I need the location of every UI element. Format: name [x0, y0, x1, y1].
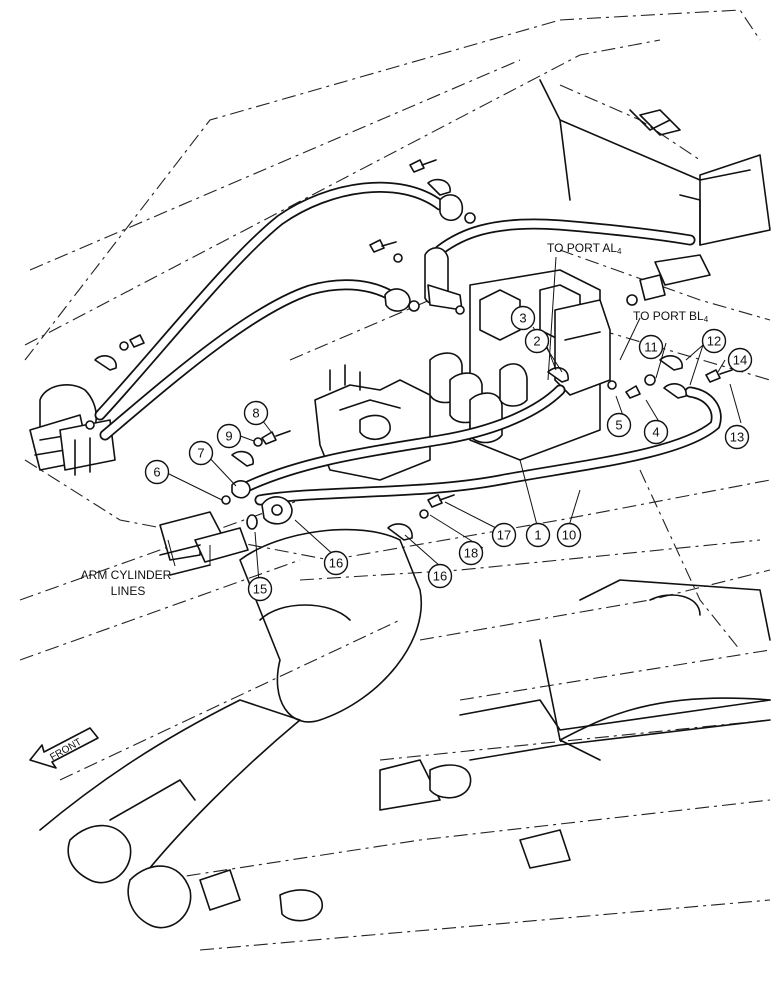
callout-6: 6: [144, 459, 170, 485]
callout-15: 15: [247, 576, 273, 602]
svg-text:5: 5: [615, 418, 622, 433]
callout-4: 4: [643, 419, 669, 445]
callout-5: 5: [606, 412, 632, 438]
boom-frame-outline: [19, 9, 771, 951]
svg-text:16: 16: [329, 556, 343, 571]
label-to-port-al4: TO PORT AL4: [547, 241, 622, 256]
label-arm-cylinder: ARM CYLINDER: [81, 568, 172, 582]
label-arm-cylinder-lines: LINES: [111, 584, 146, 598]
svg-text:10: 10: [562, 528, 576, 543]
callout-18: 18: [458, 540, 484, 566]
boom-cylinder-fittings: [29, 384, 116, 476]
svg-text:15: 15: [253, 582, 267, 597]
hydraulic-hoses: [94, 181, 722, 506]
lower-frame-structure: [39, 528, 771, 929]
upper-frame-structure: [539, 79, 771, 246]
svg-text:16: 16: [433, 569, 447, 584]
svg-text:8: 8: [252, 406, 259, 421]
svg-text:2: 2: [533, 334, 540, 349]
callout-8: 8: [243, 400, 269, 426]
svg-text:18: 18: [464, 546, 478, 561]
svg-text:3: 3: [519, 311, 526, 326]
svg-text:11: 11: [644, 340, 658, 355]
svg-text:1: 1: [534, 528, 541, 543]
callout-13: 13: [724, 424, 750, 450]
label-to-port-bl4: TO PORT BL4: [633, 309, 709, 324]
svg-text:13: 13: [730, 430, 744, 445]
svg-text:7: 7: [197, 446, 204, 461]
callout-12: 12: [701, 328, 727, 354]
callout-9: 9: [216, 423, 242, 449]
callout-16-right: 16: [427, 563, 453, 589]
svg-text:6: 6: [153, 465, 160, 480]
svg-text:9: 9: [225, 429, 232, 444]
callout-7: 7: [188, 440, 214, 466]
fittings-and-bolts: [85, 159, 733, 576]
callout-3: 3: [510, 305, 536, 331]
callout-2: 2: [524, 328, 550, 354]
callout-1: 1: [525, 522, 551, 548]
svg-text:4: 4: [652, 425, 659, 440]
callout-16-left: 16: [323, 550, 349, 576]
front-arrow: FRONT: [29, 727, 99, 769]
callout-17: 17: [491, 522, 517, 548]
svg-text:17: 17: [497, 528, 511, 543]
svg-text:14: 14: [733, 353, 747, 368]
callout-10: 10: [556, 522, 582, 548]
callout-14: 14: [727, 347, 753, 373]
callout-11: 11: [638, 334, 664, 360]
svg-text:12: 12: [707, 334, 721, 349]
leader-lines: [166, 256, 742, 583]
